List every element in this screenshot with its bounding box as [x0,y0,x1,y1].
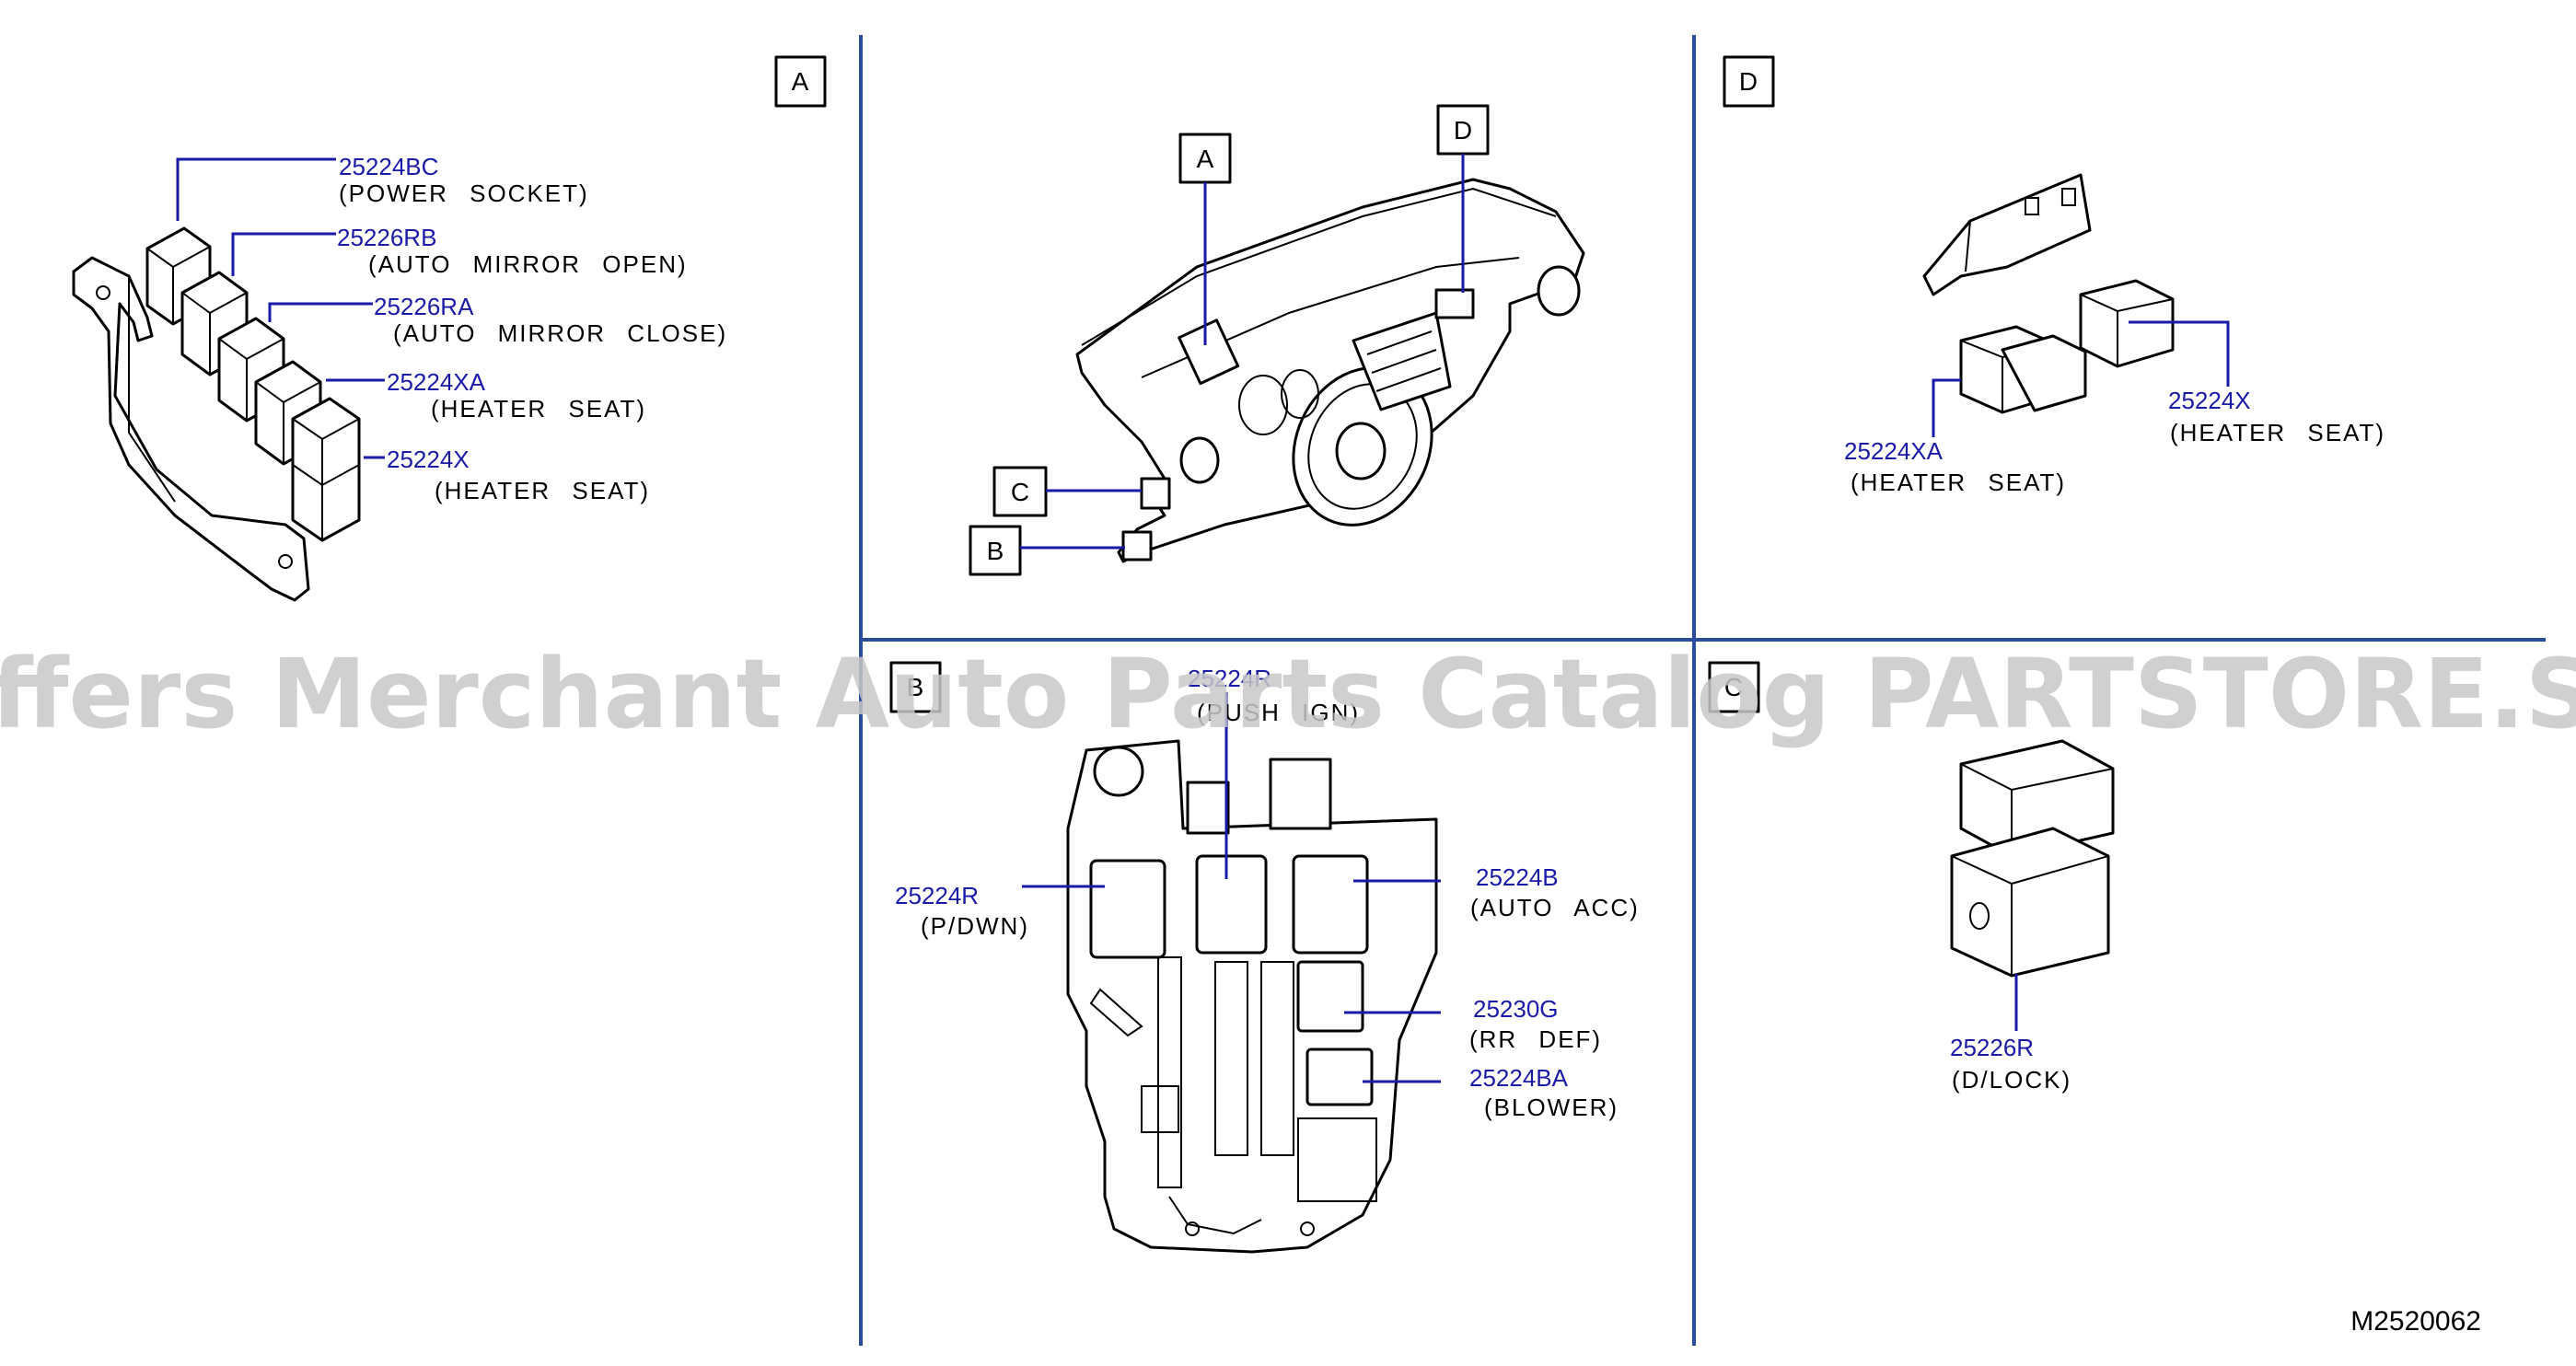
relay-bracket-drawing [72,256,310,602]
callout-b-3-desc: (BLOWER) [1484,1094,1619,1121]
callout-a-3-part: 25224XA [387,368,486,396]
callout-d-0-part: 25224X [2168,387,2251,414]
leader-25224bc [176,157,336,221]
panel-c-label: C [1724,673,1743,701]
leader-d-25224xa [1932,378,1961,437]
panel-c: C 25226R (D/LOCK) [1708,661,2115,1094]
locator-d-box[interactable]: D [1436,104,1490,156]
locator-a-label: A [1197,145,1214,173]
panel-d: D 25224X (HEATER SEAT) 25224XA (HEATER S… [1723,55,2385,496]
callout-b-3-part: 25224BA [1469,1064,1569,1092]
leader-d-25224x [2129,320,2230,387]
callout-a-4-desc: (HEATER SEAT) [435,477,650,504]
leader-25226ra [268,302,373,322]
callout-b-4-part: 25224R [1188,665,1271,692]
callout-d-1-desc: (HEATER SEAT) [1851,469,2066,496]
callout-d-1-part: 25224XA [1844,437,1944,465]
panel-d-label: D [1739,67,1758,96]
figure-reference: M2520062 [2350,1306,2481,1337]
callout-d-0-desc: (HEATER SEAT) [2170,419,2385,446]
callout-a-2-part: 25226RA [374,293,474,320]
d-lock-relay-drawing [1950,739,2115,978]
panel-a: A [72,55,827,602]
watermark-text: Offers Merchant Auto Parts Catalog PARTS… [0,638,2576,750]
callout-a-1-part: 25226RB [337,224,436,251]
leader-25226rb [231,232,336,276]
heater-seat-relay-bracket-drawing [1922,173,2092,296]
locator-b-box[interactable]: B [969,525,1022,576]
locator-d-label: D [1454,116,1472,145]
callout-c-0-part: 25226R [1950,1034,2034,1061]
callout-b-1-part: 25224B [1476,863,1559,891]
locator-c-label: C [1011,478,1029,506]
callout-b-0-part: 25224R [895,882,979,909]
relay-push-ign-shape [1195,854,1268,955]
callout-a-4-part: 25224X [387,446,470,473]
callout-b-2-desc: (RR DEF) [1469,1025,1602,1053]
callout-b-0-desc: (P/DWN) [921,912,1029,940]
panel-b-label: B [907,673,924,701]
heater-seat-relay-extra-shape [2001,334,2087,412]
relay-rr-def-shape [1296,960,1364,1033]
locator-b-label: B [987,537,1004,565]
callout-a-1-desc: (AUTO MIRROR OPEN) [368,250,688,278]
callout-b-2-part: 25230G [1473,995,1559,1023]
panel-a-label-box[interactable]: A [774,55,827,108]
relay-p-dwn-shape [1089,859,1166,959]
callout-b-4-desc: (PUSH IGN) [1197,699,1360,726]
panel-d-label-box[interactable]: D [1723,55,1775,108]
relay-auto-acc-shape [1292,854,1369,955]
panel-a-label: A [792,67,809,96]
callout-a-0-desc: (POWER SOCKET) [339,179,589,207]
callout-c-0-desc: (D/LOCK) [1952,1066,2071,1094]
panel-c-label-box[interactable]: C [1708,661,1760,713]
relay-blower-shape [1305,1048,1374,1106]
callout-a-0-part: 25224BC [339,153,438,180]
panel-b-label-box[interactable]: B [889,661,942,713]
locator-a-box[interactable]: A [1178,133,1232,184]
relay-heater-seat-x-shape [291,397,361,542]
callout-a-3-desc: (HEATER SEAT) [431,395,646,423]
panel-b: B [889,661,1640,1254]
callout-b-1-desc: (AUTO ACC) [1470,894,1640,921]
locator-c-box[interactable]: C [992,466,1048,517]
junction-block-drawing [1066,739,1438,1254]
panel-overview: A D C B [969,104,1585,576]
callout-a-2-desc: (AUTO MIRROR CLOSE) [393,319,727,347]
dashboard-drawing [1075,178,1585,563]
